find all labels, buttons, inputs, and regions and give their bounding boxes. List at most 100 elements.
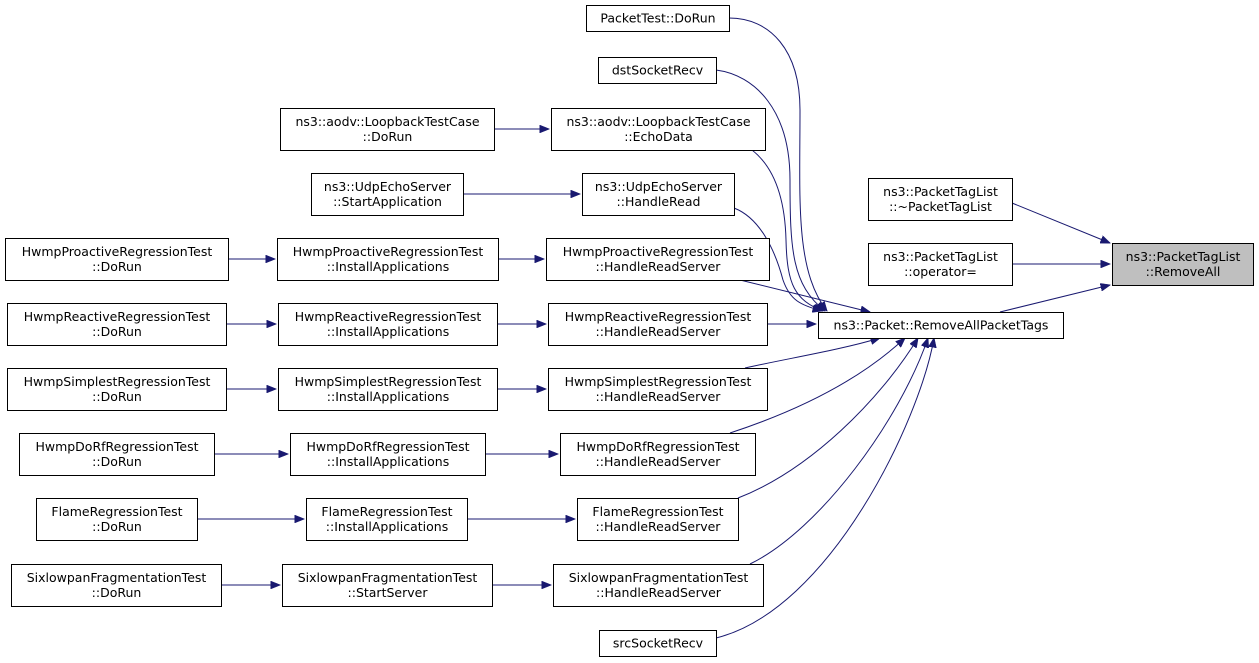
node-label-line: PacketTest::DoRun: [600, 11, 715, 26]
node-box: [818, 312, 1064, 339]
node-box: [311, 173, 464, 216]
node-box: [278, 303, 498, 346]
node-box: [19, 433, 215, 476]
node-label-line: ::DoRun: [92, 454, 142, 469]
node-label-line: FlameRegressionTest: [321, 504, 452, 519]
node-box: [306, 498, 468, 541]
node-label-line: HwmpDoRfRegressionTest: [306, 439, 469, 454]
edge-udp_handleread-to-removeallpackettags: [733, 207, 822, 311]
node-six-start[interactable]: SixlowpanFragmentationTest::StartServer: [282, 564, 493, 607]
node-label-line: ::DoRun: [92, 585, 142, 600]
nodes-layer: ns3::PacketTagList::RemoveAllns3::Packet…: [5, 5, 1254, 657]
node-box: [11, 564, 222, 607]
node-box: [598, 57, 717, 84]
node-label-line: ::operator=: [904, 264, 977, 279]
node-label-line: ::DoRun: [92, 389, 142, 404]
node-label-line: HwmpSimplestRegressionTest: [295, 374, 482, 389]
node-label-line: ns3::PacketTagList: [883, 184, 998, 199]
node-box: [277, 238, 499, 281]
node-label-line: HwmpDoRfRegressionTest: [576, 439, 739, 454]
node-box: [546, 238, 770, 281]
node-label-line: ::HandleReadServer: [596, 454, 722, 469]
node-pro-dorun[interactable]: HwmpProactiveRegressionTest::DoRun: [5, 238, 229, 281]
node-echodata[interactable]: ns3::aodv::LoopbackTestCase::EchoData: [551, 108, 766, 151]
node-label-line: ns3::PacketTagList: [883, 249, 998, 264]
edges-layer: [197, 17, 1110, 639]
node-label-line: HwmpProactiveRegressionTest: [563, 244, 754, 259]
node-flame-ia[interactable]: FlameRegressionTest::InstallApplications: [306, 498, 468, 541]
node-label-line: ::DoRun: [92, 324, 142, 339]
node-pro-ia[interactable]: HwmpProactiveRegressionTest::InstallAppl…: [277, 238, 499, 281]
node-label-line: ::DoRun: [92, 259, 142, 274]
node-box: [586, 5, 730, 32]
node-box: [553, 564, 764, 607]
node-label-line: HwmpSimplestRegressionTest: [24, 374, 211, 389]
node-label-line: ::StartServer: [348, 585, 429, 600]
node-box: [7, 303, 227, 346]
node-label-line: ::DoRun: [363, 129, 413, 144]
node-label-line: SixlowpanFragmentationTest: [569, 570, 749, 585]
node-six-dorun[interactable]: SixlowpanFragmentationTest::DoRun: [11, 564, 222, 607]
node-box: [868, 178, 1013, 221]
node-sim-ia[interactable]: HwmpSimplestRegressionTest::InstallAppli…: [278, 368, 498, 411]
node-udp-handleread[interactable]: ns3::UdpEchoServer::HandleRead: [582, 173, 735, 216]
node-dorf-dorun[interactable]: HwmpDoRfRegressionTest::DoRun: [19, 433, 215, 476]
node-label-line: ::EchoData: [624, 129, 693, 144]
node-label-line: HwmpDoRfRegressionTest: [35, 439, 198, 454]
edge-dorf_hrs-to-removeallpackettags: [729, 338, 905, 434]
node-dorf-ia[interactable]: HwmpDoRfRegressionTest::InstallApplicati…: [290, 433, 486, 476]
node-label-line: FlameRegressionTest: [51, 504, 182, 519]
node-label-line: HwmpProactiveRegressionTest: [293, 244, 484, 259]
node-box: [1112, 243, 1254, 286]
node-label-line: ns3::Packet::RemoveAllPacketTags: [834, 318, 1049, 333]
node-box: [278, 368, 498, 411]
node-packettest[interactable]: PacketTest::DoRun: [586, 5, 730, 32]
edge-flame_hrs-to-removeallpackettags: [737, 338, 918, 499]
node-rea-ia[interactable]: HwmpReactiveRegressionTest::InstallAppli…: [278, 303, 498, 346]
node-box: [290, 433, 486, 476]
node-pro-hrs[interactable]: HwmpProactiveRegressionTest::HandleReadS…: [546, 238, 770, 281]
node-label-line: srcSocketRecv: [613, 636, 704, 651]
edge-srcsocketrecv-to-removeallpackettags: [715, 338, 934, 639]
node-srcsocketrecv[interactable]: srcSocketRecv: [599, 630, 717, 657]
node-aodv-dorun[interactable]: ns3::aodv::LoopbackTestCase::DoRun: [280, 108, 495, 151]
node-label-line: HwmpReactiveRegressionTest: [24, 309, 211, 324]
node-flame-hrs[interactable]: FlameRegressionTest::HandleReadServer: [577, 498, 739, 541]
node-label-line: ::InstallApplications: [327, 259, 449, 274]
node-label-line: ns3::aodv::LoopbackTestCase: [295, 114, 479, 129]
node-label-line: ::InstallApplications: [327, 389, 449, 404]
node-box: [868, 243, 1013, 286]
node-label-line: ::HandleReadServer: [596, 519, 722, 534]
edge-echodata-to-removeallpackettags: [751, 149, 823, 311]
node-label-line: HwmpReactiveRegressionTest: [565, 309, 752, 324]
node-box: [548, 368, 768, 411]
node-dstsocketrecv[interactable]: dstSocketRecv: [598, 57, 717, 84]
node-flame-dorun[interactable]: FlameRegressionTest::DoRun: [36, 498, 198, 541]
node-rea-dorun[interactable]: HwmpReactiveRegressionTest::DoRun: [7, 303, 227, 346]
node-label-line: ns3::UdpEchoServer: [324, 179, 452, 194]
node-sim-hrs[interactable]: HwmpSimplestRegressionTest::HandleReadSe…: [548, 368, 768, 411]
node-udp-start[interactable]: ns3::UdpEchoServer::StartApplication: [311, 173, 464, 216]
node-label-line: ::HandleReadServer: [596, 585, 722, 600]
node-label-line: ::HandleReadServer: [596, 324, 722, 339]
node-six-hrs[interactable]: SixlowpanFragmentationTest::HandleReadSe…: [553, 564, 764, 607]
node-removeall[interactable]: ns3::PacketTagList::RemoveAll: [1112, 243, 1254, 286]
node-sim-dorun[interactable]: HwmpSimplestRegressionTest::DoRun: [7, 368, 227, 411]
node-box: [582, 173, 735, 216]
node-label-line: ns3::aodv::LoopbackTestCase: [566, 114, 750, 129]
node-label-line: ns3::PacketTagList: [1126, 249, 1241, 264]
edge-dtor-to-removeall: [1011, 202, 1110, 244]
node-dorf-hrs[interactable]: HwmpDoRfRegressionTest::HandleReadServer: [560, 433, 756, 476]
node-opassign[interactable]: ns3::PacketTagList::operator=: [868, 243, 1013, 286]
node-label-line: FlameRegressionTest: [592, 504, 723, 519]
edge-six_hrs-to-removeallpackettags: [749, 338, 928, 565]
node-label-line: ::HandleReadServer: [596, 389, 722, 404]
node-label-line: ::InstallApplications: [326, 519, 448, 534]
node-dtor[interactable]: ns3::PacketTagList::~PacketTagList: [868, 178, 1013, 221]
node-label-line: SixlowpanFragmentationTest: [298, 570, 478, 585]
node-rea-hrs[interactable]: HwmpReactiveRegressionTest::HandleReadSe…: [548, 303, 768, 346]
node-label-line: HwmpSimplestRegressionTest: [565, 374, 752, 389]
edge-removeallpackettags-to-removeall: [999, 285, 1110, 313]
node-label-line: ::RemoveAll: [1146, 264, 1221, 279]
node-removeallpackettags[interactable]: ns3::Packet::RemoveAllPacketTags: [818, 312, 1064, 339]
